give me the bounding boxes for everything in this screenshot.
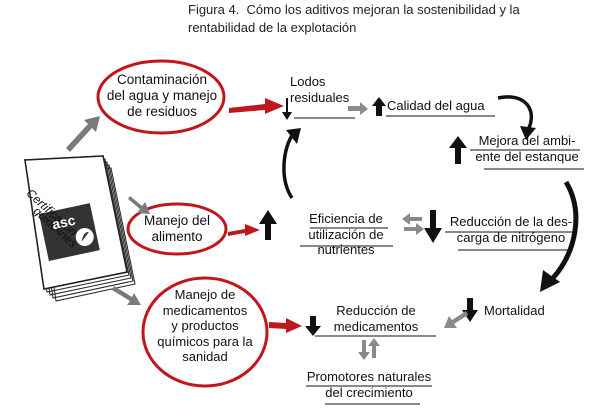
eficiencia-nitrogen-exchange-arrows — [402, 213, 424, 235]
mortalidad-down-arrow — [462, 298, 478, 322]
nitrogen-down-arrow — [424, 210, 442, 243]
feed-line1: Manejo del — [143, 213, 211, 228]
node-promotores-crecimiento: Promotores naturales del crecimiento — [303, 369, 435, 400]
eficiencia-line2: utilización de — [308, 226, 384, 242]
book-to-contamination-arrow — [66, 116, 100, 152]
node-mejora-ambiente: Mejora del ambi- ente del estanque — [468, 133, 586, 164]
reduccion-med-line2: medicamentos — [333, 318, 419, 334]
figure-label: Figura 4. — [188, 2, 240, 17]
feed-red-arrow — [228, 224, 260, 236]
lodos-down-arrow — [282, 98, 292, 120]
medication-line5: sanidad — [182, 349, 228, 365]
contamination-highlight — [96, 59, 226, 135]
contamination-line2: del agua y manejo — [106, 88, 218, 104]
feed-up-arrow — [259, 210, 277, 240]
contamination-red-arrow — [229, 98, 284, 114]
promotores-reduccion-gray-arrows — [358, 338, 380, 360]
contamination-label: Contaminación del agua y manejo de resid… — [104, 72, 220, 121]
eficiencia-to-lodos-curve — [282, 131, 296, 199]
feed-label: Manejo del alimento — [132, 213, 222, 245]
medication-line2: medicamentos — [162, 302, 248, 318]
lodos-line2: residuales — [290, 89, 350, 105]
figure-title-line2: rentabilidad de la explotación — [188, 20, 357, 35]
medication-line4: químicos para la — [157, 333, 253, 349]
reduccion-n-line2: carga de nitrógeno — [456, 229, 566, 245]
calidad-to-mejora-head — [520, 126, 536, 140]
eficiencia-to-lodos-head — [286, 128, 301, 144]
medication-highlight — [141, 276, 269, 388]
reduccion-med-down-arrow — [305, 316, 321, 336]
mejora-line2: ente del estanque — [475, 148, 579, 164]
node-reduccion-medicamentos: Reducción de medicamentos — [318, 303, 434, 334]
medication-red-arrow — [269, 318, 302, 333]
eficiencia-line1: Eficiencia de — [309, 211, 383, 226]
feed-highlight — [126, 202, 228, 256]
mortalidad-to-reduccion-gray-arrow — [444, 311, 468, 328]
lodos-line1: Lodos — [290, 74, 326, 89]
mejora-to-mortalidad-curve — [551, 180, 579, 280]
medication-line3: y productos — [171, 318, 239, 334]
medication-label: Manejo de medicamentos y productos quími… — [146, 287, 264, 365]
node-eficiencia-nutrientes: Eficiencia de utilización de nutrientes — [300, 211, 392, 258]
contamination-line3: de residuos — [127, 104, 197, 120]
calidad-up-arrow — [372, 97, 386, 116]
feed-line2: alimento — [151, 229, 203, 245]
eficiencia-line3: nutrientes — [317, 242, 375, 258]
figure-title-line1: Cómo los aditivos mejoran la sostenibili… — [246, 2, 520, 17]
medication-line1: Manejo de — [174, 287, 236, 302]
figure-caption: Figura 4. Cómo los aditivos mejoran la s… — [188, 2, 520, 18]
asc-logo — [38, 203, 100, 261]
promotores-line2: del crecimiento — [325, 384, 413, 400]
mejora-up-arrow — [449, 136, 467, 164]
reduccion-med-line1: Reducción de — [336, 303, 416, 318]
node-calidad-del-agua: Calidad del agua — [387, 98, 485, 113]
reduccion-n-line1: Reducción de la des- — [449, 214, 573, 229]
node-lodos-residuales: Lodos residuales — [290, 74, 350, 105]
node-underlines — [294, 115, 584, 405]
certification-book-icon — [24, 155, 136, 302]
promotores-line1: Promotores naturales — [306, 369, 432, 384]
mejora-to-mortalidad-head — [540, 270, 560, 292]
mejora-line1: Mejora del ambi- — [478, 133, 576, 148]
book-to-medication-arrow — [112, 286, 141, 305]
book-to-feed-arrow — [128, 196, 150, 214]
lodos-to-calidad-gray-arrow — [348, 102, 368, 115]
contamination-line1: Contaminación — [116, 72, 208, 87]
calidad-to-mejora-curve — [497, 95, 534, 131]
node-mortalidad: Mortalidad — [484, 303, 545, 318]
node-reduccion-nitrogeno: Reducción de la des- carga de nitrógeno — [443, 214, 579, 245]
